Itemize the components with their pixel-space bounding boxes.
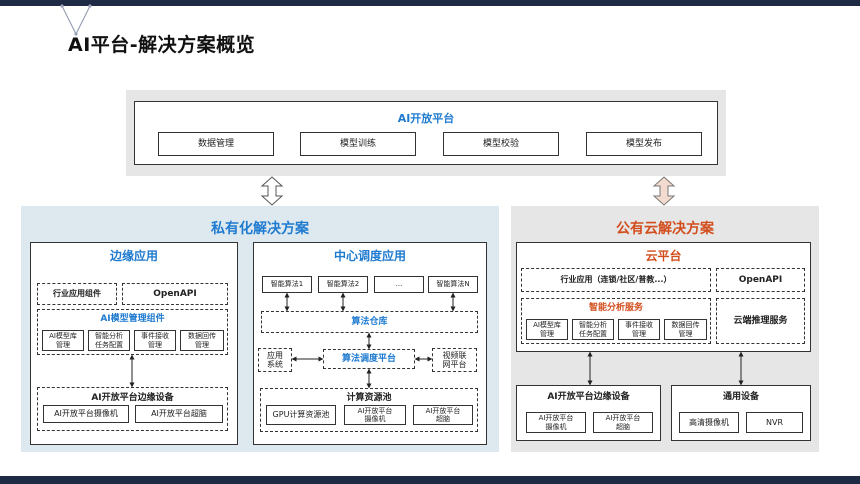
public-edge-device-title: AI开放平台边缘设备 bbox=[547, 392, 630, 402]
top-item-model-publish: 模型发布 bbox=[586, 132, 702, 156]
edge-device-superbrain: AI开放平台超脑 bbox=[135, 405, 223, 423]
cloud-analysis-title: 智能分析服务 bbox=[588, 303, 643, 313]
center-algo: 智能算法2 bbox=[318, 276, 368, 293]
center-pool-title: 计算资源池 bbox=[346, 393, 392, 403]
center-algo: ... bbox=[374, 276, 424, 293]
top-item-model-validation: 模型校验 bbox=[443, 132, 559, 156]
public-edge-device-camera: AI开放平台 摄像机 bbox=[526, 412, 586, 433]
center-app-title: 中心调度应用 bbox=[333, 249, 406, 263]
cloud-platform-title: 云平台 bbox=[645, 249, 682, 263]
edge-model-mgmt-title: AI模型管理组件 bbox=[100, 314, 165, 324]
private-solution-title: 私有化解决方案 bbox=[211, 221, 309, 237]
logo-mark-icon bbox=[60, 4, 92, 36]
edge-device-camera: AI开放平台摄像机 bbox=[43, 405, 129, 423]
page-title: AI平台-解决方案概览 bbox=[68, 34, 256, 56]
edge-model-item: AI模型库 管理 bbox=[42, 330, 84, 351]
top-item-data-management: 数据管理 bbox=[158, 132, 274, 156]
edge-model-item: 数据回传 管理 bbox=[180, 330, 224, 351]
double-arrow-public-icon bbox=[652, 176, 676, 206]
public-edge-device-superbrain: AI开放平台 超脑 bbox=[593, 412, 653, 433]
general-device-title: 通用设备 bbox=[722, 392, 759, 402]
edge-device-title: AI开放平台边缘设备 bbox=[91, 393, 174, 403]
edge-app-title: 边缘应用 bbox=[109, 249, 158, 263]
general-device-nvr: NVR bbox=[746, 412, 803, 433]
top-platform-title: AI开放平台 bbox=[397, 112, 455, 125]
center-pool-superbrain: AI开放平台 超脑 bbox=[413, 405, 473, 425]
cloud-analysis-item: 智能分析 任务配置 bbox=[572, 319, 614, 340]
cloud-analysis-item: 数据回传 管理 bbox=[664, 319, 707, 340]
center-algo: 智能算法N bbox=[428, 276, 478, 293]
center-algo-warehouse: 算法仓库 bbox=[261, 311, 478, 333]
edge-model-item: 事件接收 管理 bbox=[134, 330, 176, 351]
double-arrow-private-icon bbox=[260, 176, 284, 206]
general-device-hd-camera: 高清摄像机 bbox=[679, 412, 739, 433]
edge-model-item: 智能分析 任务配置 bbox=[88, 330, 130, 351]
cloud-analysis-item: 事件接收 管理 bbox=[618, 319, 660, 340]
center-algo: 智能算法1 bbox=[262, 276, 312, 293]
cloud-analysis-item: AI模型库 管理 bbox=[526, 319, 568, 340]
center-app-system: 应用 系统 bbox=[258, 348, 292, 372]
top-bar bbox=[0, 0, 860, 6]
edge-openapi: OpenAPI bbox=[122, 283, 228, 305]
cloud-openapi: OpenAPI bbox=[716, 268, 805, 292]
cloud-industry-app: 行业应用（连锁/社区/普教...） bbox=[521, 268, 711, 292]
edge-industry-component: 行业应用组件 bbox=[37, 283, 117, 305]
center-pool-camera: AI开放平台 摄像机 bbox=[344, 405, 406, 425]
bottom-bar bbox=[0, 476, 860, 484]
cloud-inference-service: 云端推理服务 bbox=[716, 298, 805, 344]
center-pool-gpu: GPU计算资源池 bbox=[266, 405, 336, 425]
center-algo-scheduler: 算法调度平台 bbox=[323, 349, 415, 369]
top-item-model-training: 模型训练 bbox=[300, 132, 416, 156]
public-solution-title: 公有云解决方案 bbox=[616, 221, 714, 237]
center-video-network: 视频联 网平台 bbox=[432, 348, 477, 372]
